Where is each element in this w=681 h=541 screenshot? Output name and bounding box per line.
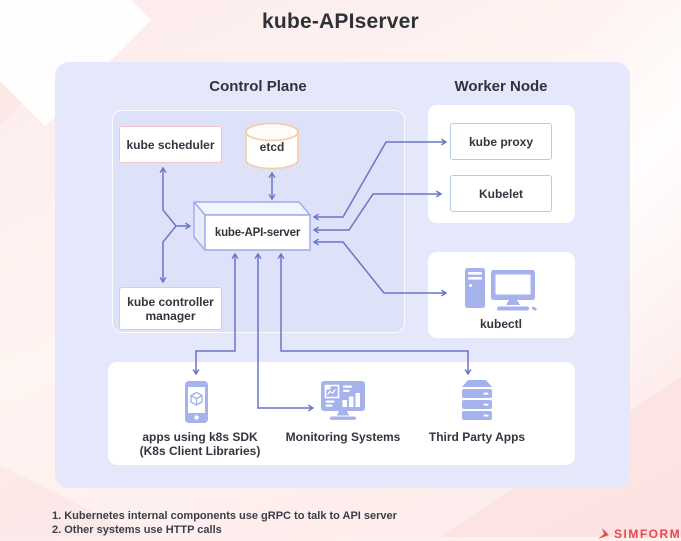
control-plane-heading: Control Plane bbox=[209, 78, 307, 95]
footer-notes: 1. Kubernetes internal components use gR… bbox=[52, 509, 397, 537]
page-title: kube-APIserver bbox=[262, 10, 419, 33]
monitoring-systems-label: Monitoring Systems bbox=[285, 430, 401, 444]
kube-scheduler-label: kube scheduler bbox=[126, 137, 215, 152]
third-party-apps-label: Third Party Apps bbox=[428, 430, 526, 444]
brand-logo-text: SIMFORM bbox=[614, 527, 681, 541]
kube-controller-manager-label: kube controller manager bbox=[127, 294, 214, 323]
kubelet-node: Kubelet bbox=[450, 175, 552, 212]
kube-scheduler-node: kube scheduler bbox=[119, 126, 222, 163]
kube-proxy-label: kube proxy bbox=[468, 134, 534, 149]
kube-controller-manager-node: kube controller manager bbox=[119, 287, 222, 330]
worker-node-heading: Worker Node bbox=[454, 78, 548, 95]
kubelet-label: Kubelet bbox=[478, 186, 523, 201]
brand-logo: SIMFORM bbox=[597, 527, 681, 541]
sdk-apps-label-line2: (K8s Client Libraries) bbox=[139, 444, 261, 458]
note-grpc: 1. Kubernetes internal components use gR… bbox=[52, 510, 397, 522]
kube-api-server-label: kube-API-server bbox=[214, 226, 301, 239]
sdk-apps-label-line1: apps using k8s SDK bbox=[142, 430, 258, 444]
kube-proxy-node: kube proxy bbox=[450, 123, 552, 160]
kubectl-label: kubectl bbox=[479, 317, 522, 331]
sdk-apps-label: apps using k8s SDK (K8s Client Libraries… bbox=[110, 430, 290, 458]
brand-logo-icon bbox=[598, 528, 609, 539]
etcd-label: etcd bbox=[259, 140, 285, 154]
note-http: 2. Other systems use HTTP calls bbox=[52, 524, 222, 536]
